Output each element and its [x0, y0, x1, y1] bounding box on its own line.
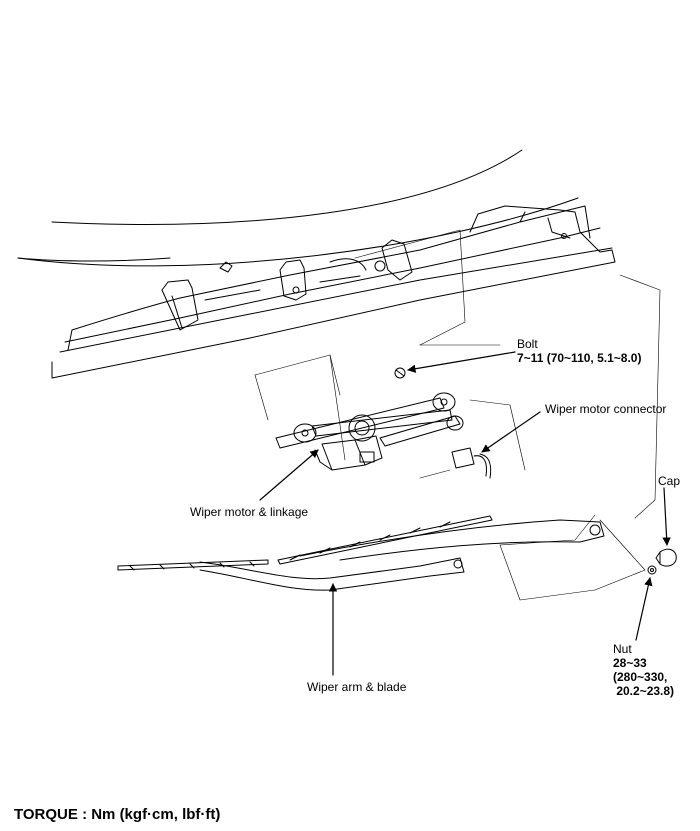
torque-units-footer: TORQUE : Nm (kgf·cm, lbf·ft) — [14, 806, 221, 823]
bolt-label: Bolt 7~11 (70~110, 5.1~8.0) — [517, 337, 642, 365]
nut-part — [647, 565, 657, 575]
windshield-outline — [17, 149, 579, 267]
cowl-panel — [51, 205, 616, 379]
wiper-arms-blades — [117, 515, 605, 591]
cap-label: Cap — [658, 474, 681, 488]
nut-torque-spec-3: 20.2~23.8) — [613, 684, 675, 698]
nut-label: Nut 28~33 (280~330, 20.2~23.8) — [613, 642, 675, 698]
nut-torque-spec-2: (280~330, — [613, 670, 668, 684]
cap-leader — [662, 487, 671, 546]
motor-linkage-leader — [259, 449, 319, 501]
connector-leader — [481, 411, 541, 453]
cap-part — [655, 548, 677, 567]
bolt-leader — [407, 351, 516, 373]
bolt-part — [394, 367, 406, 379]
wiper-motor-connector-part — [451, 447, 492, 479]
reference-lines — [254, 229, 661, 601]
wiper-motor-linkage-label: Wiper motor & linkage — [190, 505, 309, 519]
nut-torque-spec-1: 28~33 — [613, 656, 647, 670]
wiper-arm-blade-label: Wiper arm & blade — [307, 680, 407, 694]
leader-lines — [259, 351, 671, 676]
wiper-motor-linkage-part — [275, 392, 464, 471]
bolt-torque-spec: 7~11 (70~110, 5.1~8.0) — [517, 351, 642, 365]
nut-leader — [635, 577, 653, 641]
wiper-motor-connector-label: Wiper motor connector — [545, 402, 667, 416]
